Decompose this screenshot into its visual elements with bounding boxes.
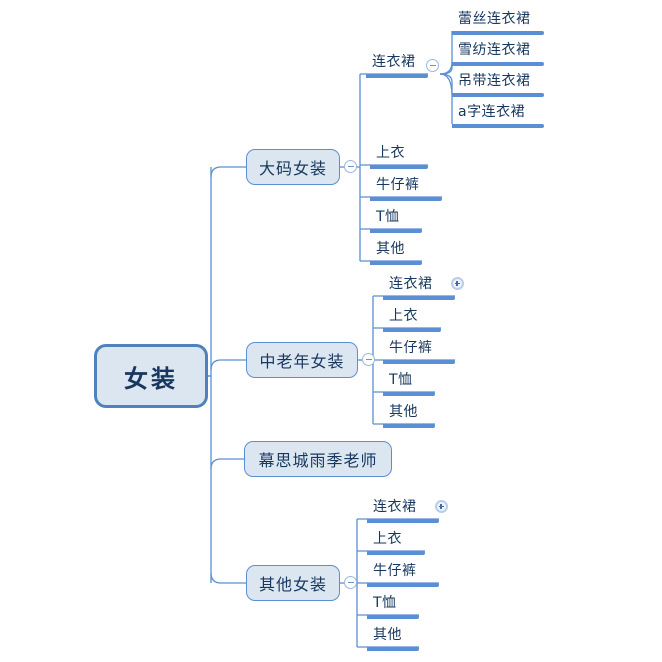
collapse-toggle-qita[interactable] [344,576,357,589]
connector-dress-child-1 [439,31,453,75]
connector-dress-child-3 [439,73,453,93]
branch-node-qita[interactable]: 其他女装 [246,565,340,601]
connector-to-zhonglaonian [210,359,246,371]
leaf-dress-aline-label: a字连衣裙 [458,104,526,120]
leaf-underline [452,31,544,35]
leaf-underline [367,519,439,523]
leaf-dress-chiffon-label: 雪纺连衣裙 [458,42,531,58]
branch-node-daima-label: 大码女装 [258,159,327,178]
leaf-underline [367,583,439,587]
branch-node-daima[interactable]: 大码女装 [246,149,340,185]
connector-dress-child-4 [439,73,453,124]
leaf-underline [383,328,441,332]
leaf-dress-strap-label: 吊带连衣裙 [458,73,531,89]
connector-to-daima [210,166,246,178]
leaf-underline [452,62,544,66]
leaf-underline [383,360,455,364]
leaf-underline [370,261,422,265]
leaf-daima-top-label: 上衣 [376,145,405,161]
branch-node-zhonglaonian-label: 中老年女装 [259,352,345,371]
expand-toggle-qita-dress[interactable] [435,500,448,513]
leaf-zln-other-label: 其他 [389,404,418,420]
leaf-underline [370,229,422,233]
leaf-underline [452,93,544,97]
leaf-daima-jeans-label: 牛仔裤 [376,177,420,193]
leaf-zln-dress-label: 连衣裙 [389,276,433,292]
branch-node-musicheng[interactable]: 幕思城雨季老师 [244,441,392,477]
root-node-label: 女装 [124,364,178,393]
leaf-qita-dress-label: 连衣裙 [373,499,417,515]
leaf-dress-lace-label: 蕾丝连衣裙 [458,11,531,27]
leaf-underline [452,124,544,128]
leaf-underline [383,424,435,428]
leaf-underline [370,165,428,169]
leaf-qita-tshirt-label: T恤 [373,595,397,611]
leaf-daima-dress-label: 连衣裙 [372,54,416,70]
collapse-toggle-zhonglaonian[interactable] [362,353,375,366]
connector-to-musicheng [210,458,244,470]
branch-node-zhonglaonian[interactable]: 中老年女装 [246,342,358,378]
expand-toggle-zln-dress[interactable] [451,277,464,290]
leaf-qita-other-label: 其他 [373,627,402,643]
leaf-qita-top-label: 上衣 [373,531,402,547]
leaf-underline [367,615,419,619]
leaf-daima-other-label: 其他 [376,241,405,257]
leaf-underline [367,551,425,555]
leaf-underline [370,197,442,201]
collapse-toggle-daima-dress[interactable] [426,59,439,72]
leaf-underline [367,647,419,651]
connector-to-qita [210,572,246,584]
leaf-underline [366,74,428,78]
connector-dress-child-2 [439,62,453,75]
branch-node-qita-label: 其他女装 [258,575,327,594]
leaf-underline [383,392,435,396]
root-node[interactable]: 女装 [94,344,208,408]
leaf-zln-tshirt-label: T恤 [389,372,413,388]
collapse-toggle-daima[interactable] [344,160,357,173]
leaf-zln-top-label: 上衣 [389,308,418,324]
leaf-zln-jeans-label: 牛仔裤 [389,340,433,356]
leaf-underline [383,296,455,300]
branch-node-musicheng-label: 幕思城雨季老师 [258,451,378,470]
leaf-qita-jeans-label: 牛仔裤 [373,563,417,579]
leaf-daima-tshirt-label: T恤 [376,209,400,225]
